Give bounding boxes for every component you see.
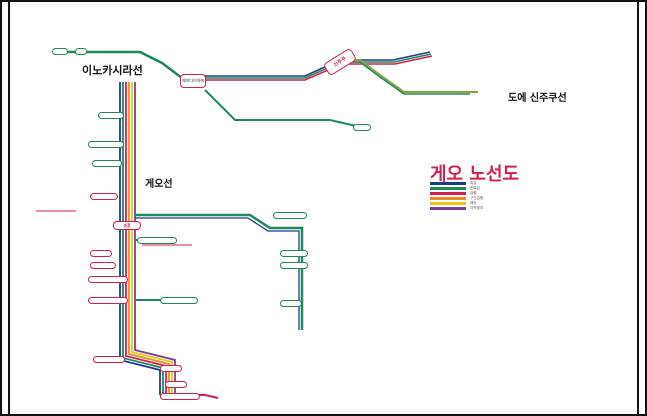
inokashira-line-label: 이노카시라선 (82, 62, 143, 78)
station-pill (88, 297, 128, 304)
station-pill (75, 48, 87, 55)
station-pill (90, 262, 116, 269)
keio-line-label: 게오선 (145, 175, 173, 190)
station-pill (160, 393, 200, 400)
annotation-mark (36, 210, 76, 212)
station-pill (90, 193, 118, 200)
station-pill (90, 250, 112, 257)
station-pill (273, 212, 307, 219)
station-pill (280, 262, 308, 269)
legend-item-6: 각역정차 (470, 206, 483, 211)
chofu-hub: 조후 (113, 221, 141, 230)
annotation-mark (142, 244, 192, 246)
toei-shinjuku-line-label: 도에 신주쿠선 (508, 89, 567, 104)
station-pill (88, 276, 128, 283)
station-pill (160, 297, 198, 304)
meidaimae-hub: 메이다이마에 (180, 74, 206, 88)
sagamihara-line (135, 215, 302, 330)
station-pill (280, 250, 308, 257)
station-pill (353, 124, 371, 131)
station-pill (137, 237, 177, 244)
station-pill (160, 365, 182, 372)
station-pill (92, 160, 122, 167)
station-pill (88, 141, 124, 148)
station-pill (280, 300, 302, 307)
sagamihara-branch (205, 90, 356, 126)
keio-main-trunk-bundle (190, 52, 432, 80)
station-pill (98, 112, 124, 119)
station-pill (165, 381, 187, 388)
station-pill (93, 356, 125, 363)
station-pill (52, 48, 68, 55)
